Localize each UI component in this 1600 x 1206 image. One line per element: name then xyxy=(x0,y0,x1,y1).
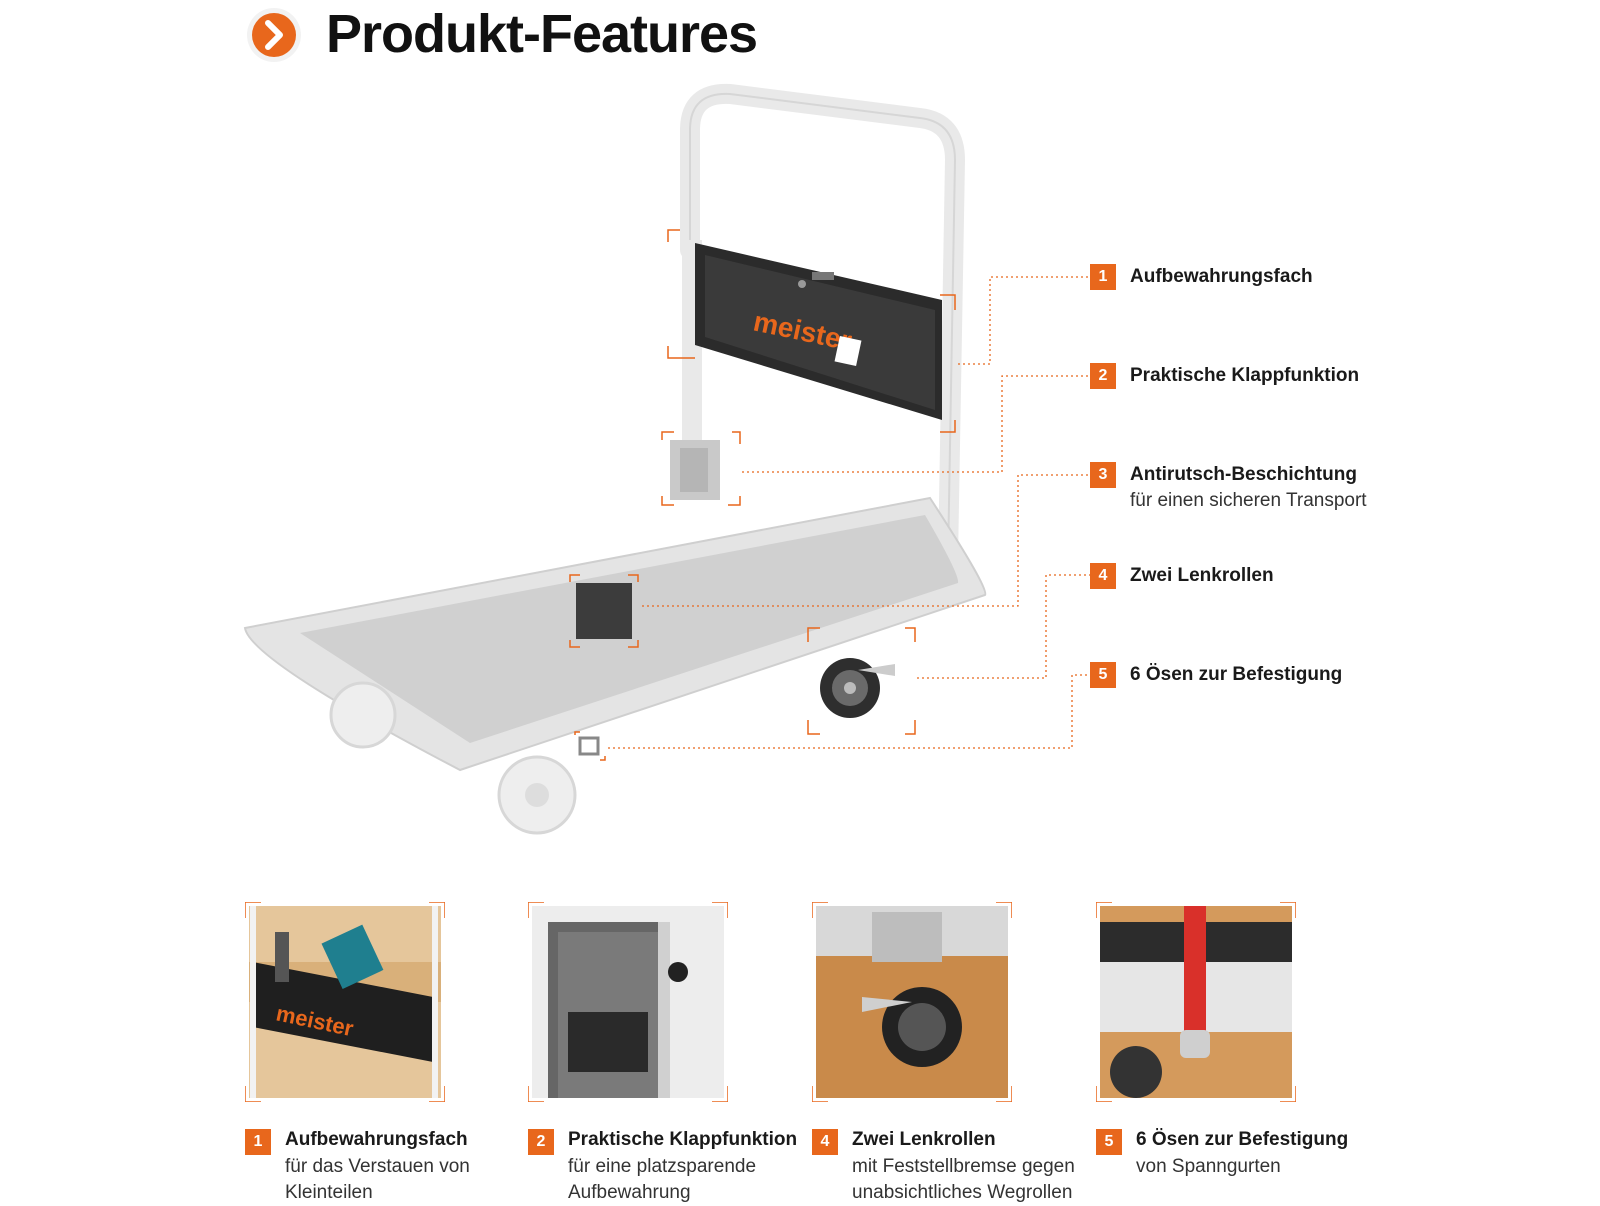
detail-card-folding: 2 Praktische Klappfunktion für eine plat… xyxy=(528,902,798,1203)
swivel-wheel xyxy=(820,658,895,718)
detail-card-storage: meister 1 Aufbewahrungsfach für das Vers… xyxy=(245,902,515,1203)
feature-title: Zwei Lenkrollen xyxy=(1130,565,1274,586)
folding-detail-photo xyxy=(528,902,728,1102)
feature-number-badge: 3 xyxy=(1090,462,1116,488)
feature-title: Aufbewahrungsfach xyxy=(1130,266,1313,287)
feature-list: 1 Aufbewahrungsfach 2 Praktische Klappfu… xyxy=(1090,0,1590,760)
storage-compartment: meister xyxy=(695,243,942,420)
detail-description: von Spanngurten xyxy=(1136,1156,1281,1177)
storage-detail-photo: meister xyxy=(245,902,445,1102)
chevron-right-icon xyxy=(247,8,301,62)
detail-number-badge: 4 xyxy=(812,1129,838,1155)
feature-number-badge: 4 xyxy=(1090,563,1116,589)
detail-card-eyelets: 5 6 Ösen zur Befestigung von Spanngurten xyxy=(1096,902,1366,1200)
feature-title: Antirutsch-Beschichtung xyxy=(1130,464,1357,485)
feature-number-badge: 1 xyxy=(1090,264,1116,290)
detail-number-badge: 1 xyxy=(245,1129,271,1155)
page-title: Produkt-Features xyxy=(326,4,758,64)
feature-number-badge: 2 xyxy=(1090,363,1116,389)
detail-title: Praktische Klappfunktion xyxy=(568,1129,798,1150)
casters-detail-photo xyxy=(812,902,1012,1102)
detail-title: Aufbewahrungsfach xyxy=(285,1129,468,1150)
detail-title: 6 Ösen zur Befestigung xyxy=(1136,1129,1349,1150)
feature-title: Praktische Klappfunktion xyxy=(1130,365,1360,386)
feature-number-badge: 5 xyxy=(1090,662,1116,688)
feature-subtitle: für einen sicheren Transport xyxy=(1130,490,1367,511)
detail-number-badge: 2 xyxy=(528,1129,554,1155)
detail-title: Zwei Lenkrollen xyxy=(852,1129,996,1150)
detail-number-badge: 5 xyxy=(1096,1129,1122,1155)
feature-title: 6 Ösen zur Befestigung xyxy=(1130,664,1343,685)
product-illustration: meister xyxy=(243,83,1090,835)
detail-card-casters: 4 Zwei Lenkrollen mit Feststellbremse ge… xyxy=(812,902,1082,1203)
eyelets-detail-photo xyxy=(1096,902,1296,1102)
